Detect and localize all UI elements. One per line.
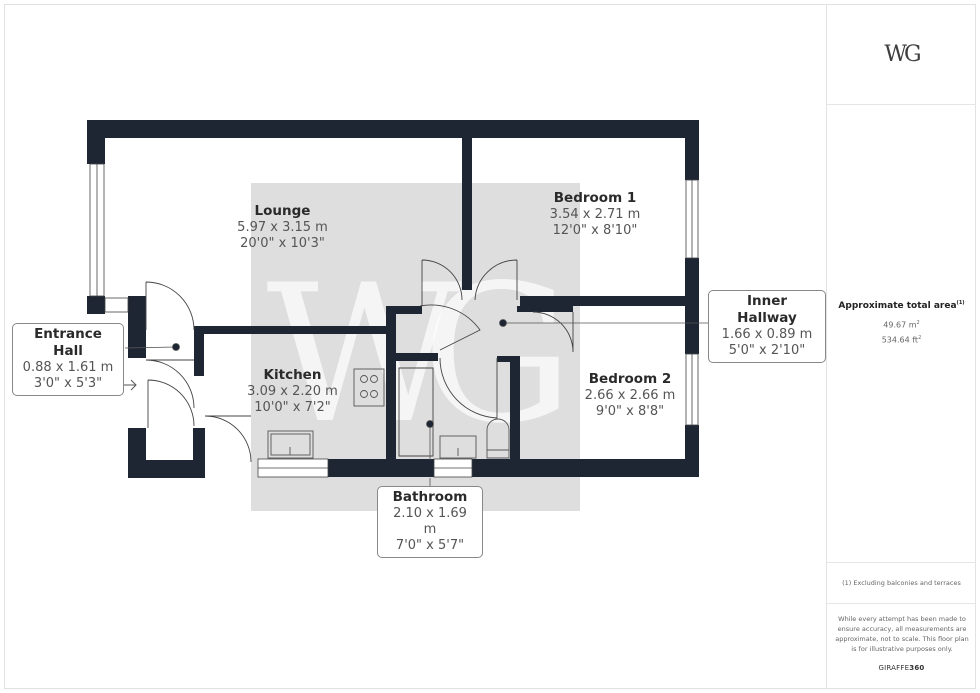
room-label-bathroom: Bathroom 2.10 x 1.69 m 7'0" x 5'7" (377, 486, 483, 558)
disclaimer: While every attempt has been made to ens… (835, 615, 969, 653)
room-metric: 2.66 x 2.66 m (584, 388, 676, 403)
room-imperial: 20'0" x 10'3" (240, 236, 325, 251)
area-ft2-sup: 2 (918, 334, 922, 341)
fixtures (267, 368, 510, 459)
floor-plan: WG (87, 120, 710, 511)
doors (145, 259, 574, 463)
info-sidebar: WG Approximate total area(1) 49.67 m2 53… (826, 4, 976, 689)
leader-lines (124, 319, 710, 486)
excluding-note-box: (1) Excluding balconies and terraces (827, 562, 976, 604)
area-ft2-value: 534.64 ft (881, 335, 919, 345)
room-label-lounge: Lounge 5.97 x 3.15 m 20'0" x 10'3" (215, 203, 350, 252)
room-label-bedroom-1: Bedroom 1 3.54 x 2.71 m 12'0" x 8'10" (525, 190, 665, 239)
brand-prefix: GIRAFFE (878, 664, 910, 672)
room-metric: 2.10 x 1.69 m (393, 506, 467, 537)
room-name: Bedroom 1 (553, 190, 637, 206)
windows (89, 163, 699, 478)
area-ft2: 534.64 ft2 (827, 332, 976, 347)
wg-logo: WG (884, 41, 921, 67)
room-metric: 3.54 x 2.71 m (549, 207, 641, 222)
room-imperial: 12'0" x 8'10" (552, 223, 638, 238)
total-area-values: 49.67 m2 534.64 ft2 (827, 317, 976, 346)
room-imperial: 9'0" x 8'8" (595, 404, 665, 419)
room-label-entrance-hall: Entrance Hall 0.88 x 1.61 m 3'0" x 5'3" (12, 323, 124, 396)
room-name: Bedroom 2 (588, 371, 672, 387)
room-name: Kitchen (263, 367, 322, 383)
room-metric: 0.88 x 1.61 m (22, 360, 114, 375)
total-area: Approximate total area(1) 49.67 m2 534.6… (827, 300, 976, 346)
room-imperial: 3'0" x 5'3" (33, 376, 103, 391)
room-label-inner-hallway: Inner Hallway 1.66 x 0.89 m 5'0" x 2'10" (708, 290, 826, 363)
room-name: Lounge (254, 203, 311, 219)
total-area-label: Approximate total area (838, 301, 957, 311)
entrance-arrow-icon (122, 379, 137, 391)
room-imperial: 10'0" x 7'2" (254, 400, 331, 415)
page-frame (4, 4, 976, 689)
room-imperial: 7'0" x 5'7" (395, 538, 465, 553)
room-metric: 3.09 x 2.20 m (247, 384, 338, 399)
room-metric: 1.66 x 0.89 m (721, 327, 813, 342)
giraffe360-brand: GIRAFFE360 (827, 664, 976, 672)
area-m2-value: 49.67 m (883, 320, 917, 330)
room-imperial: 5'0" x 2'10" (728, 343, 806, 358)
logo-container: WG (827, 4, 976, 105)
room-label-bedroom-2: Bedroom 2 2.66 x 2.66 m 9'0" x 8'8" (565, 371, 695, 420)
room-metric: 5.97 x 3.15 m (237, 220, 328, 235)
room-label-kitchen: Kitchen 3.09 x 2.20 m 10'0" x 7'2" (230, 367, 355, 416)
excluding-note: (1) Excluding balconies and terraces (842, 579, 961, 587)
footnote-marker: (1) (956, 300, 965, 306)
room-name: Bathroom (392, 489, 468, 505)
walls (87, 120, 699, 478)
room-name: Entrance Hall (34, 326, 102, 359)
brand-suffix: 360 (909, 664, 925, 672)
total-area-title: Approximate total area(1) (827, 300, 976, 311)
room-name: Inner Hallway (737, 293, 797, 326)
area-m2-sup: 2 (916, 320, 920, 326)
area-m2: 49.67 m2 (827, 317, 976, 332)
